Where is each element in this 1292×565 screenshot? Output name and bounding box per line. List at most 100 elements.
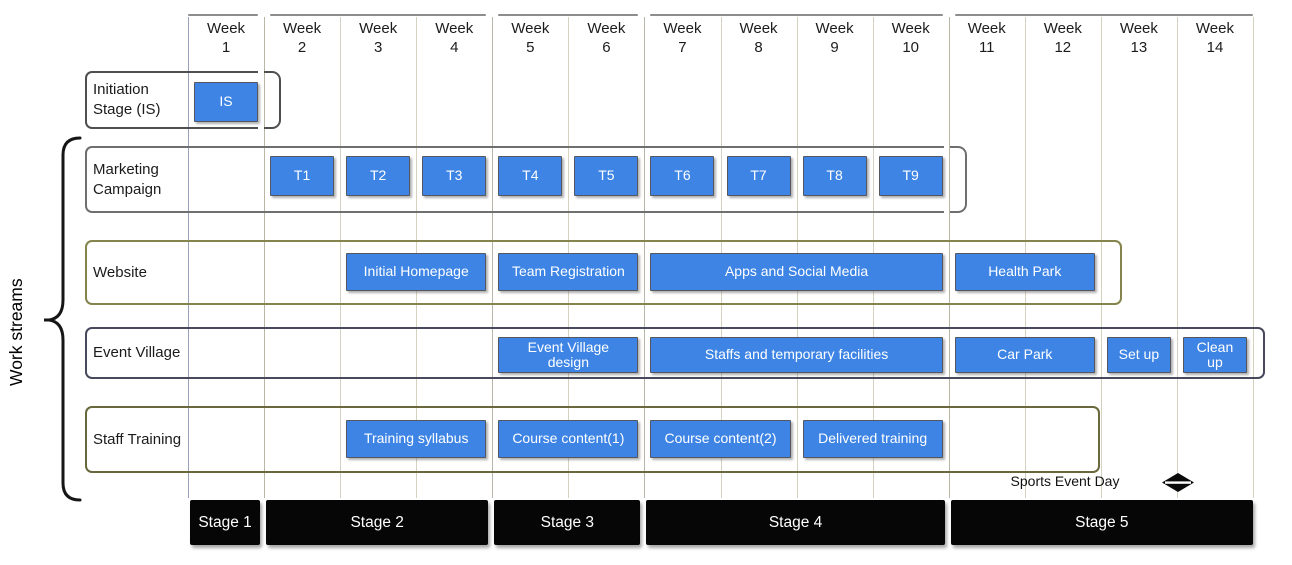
gantt-bar: Car Park [954,337,1095,373]
row-frame [85,71,258,129]
stage-bar: Stage 5 [950,500,1253,545]
week-column-header: Week 13 [1101,19,1177,57]
week-number: 1 [221,39,231,56]
week-word: Week [511,20,550,37]
week-word: Week [435,20,474,37]
gridline [340,17,342,498]
bar-label: Team Registration [511,263,625,280]
chart-top-border-segment [498,14,639,16]
week-number: 8 [754,39,763,56]
chart-top-border-segment [650,14,943,16]
gantt-bar: Staffs and temporary facilities [650,337,943,373]
stage-label: Stage 4 [768,513,823,531]
bar-label: T6 [674,167,691,184]
stage-label: Stage 1 [198,513,252,531]
gantt-bar: Delivered training [802,420,943,458]
week-word: Week [359,20,398,37]
stage-label: Stage 5 [1075,513,1129,531]
gantt-bar: T1 [270,156,335,196]
bar-label: Health Park [988,263,1062,280]
gantt-bar: Training syllabus [346,420,487,458]
gantt-bar: Apps and Social Media [650,253,943,291]
bar-label: Initial Homepage [363,263,469,280]
gridline [264,17,266,498]
week-word: Week [1195,20,1234,37]
gantt-bar: Health Park [954,253,1095,291]
bar-label: T7 [750,167,767,184]
milestone-diamond-icon [1162,473,1194,492]
row-frame [85,240,1122,305]
bar-label: IS [219,93,233,110]
gantt-bar: Set up [1106,337,1171,373]
gridline [948,17,950,498]
row-frame [85,146,944,213]
stage-label: Stage 2 [350,513,404,531]
bar-label: T1 [293,167,311,184]
week-word: Week [891,20,930,37]
stage-bar: Stage 2 [266,500,489,545]
gridline [1100,17,1102,498]
row-frame-end-bracket [264,71,281,129]
chart-top-border-segment [954,14,1253,16]
week-word: Week [587,20,626,37]
week-number: 7 [678,39,687,56]
week-number: 9 [830,39,839,56]
week-word: Week [283,20,322,37]
bar-label: Course content(1) [512,430,625,447]
week-column-header: Week 14 [1177,19,1253,57]
gantt-bar: T6 [650,156,715,196]
gridline [1176,17,1178,498]
gantt-bar: IS [194,82,259,122]
row-label: Initiation Stage (IS) [93,81,161,118]
bar-label: Car Park [997,346,1053,363]
week-number: 14 [1206,39,1224,56]
bar-label: T9 [902,167,919,184]
workstreams-brace [44,136,82,502]
gantt-bar: T5 [574,156,639,196]
workstreams-axis-label: Work streams [6,278,26,386]
week-number: 10 [902,39,920,56]
bar-label: T2 [370,167,387,184]
bar-label: T3 [446,167,463,184]
stage-bar: Stage 3 [494,500,641,545]
row-frame [85,327,1265,379]
week-number: 4 [450,39,459,56]
bar-label: Staffs and temporary facilities [704,346,889,363]
row-frame-end-bracket [950,146,967,213]
gantt-bar: Course content(2) [650,420,791,458]
stage-label: Stage 3 [540,513,595,531]
row-label: Website [93,263,147,281]
gridline [644,17,646,498]
week-number: 3 [374,39,383,56]
week-column-header: Week 3 [340,19,416,57]
gridline [492,17,494,498]
chart-top-border-segment [188,14,259,16]
gridline [188,17,189,498]
week-word: Week [1043,20,1082,37]
bar-label: Event Village design [527,338,610,370]
week-word: Week [967,20,1006,37]
row-label: Staff Training [93,430,182,448]
week-number: 13 [1130,39,1148,56]
week-column-header: Week 4 [416,19,492,57]
week-word: Week [1119,20,1158,37]
gantt-bar: Team Registration [498,253,639,291]
gantt-bar: T4 [498,156,563,196]
gantt-bar: T7 [726,156,791,196]
stage-bar: Stage 1 [190,500,261,545]
row-label: Event Village [93,344,181,361]
week-number: 6 [602,39,611,56]
gridline [1253,17,1254,498]
week-column-header: Week 6 [568,19,644,57]
bar-label: Clean up [1196,338,1234,370]
bar-label: T4 [522,167,539,184]
gantt-bar: Clean up [1182,337,1247,373]
chart-top-border-segment [270,14,487,16]
